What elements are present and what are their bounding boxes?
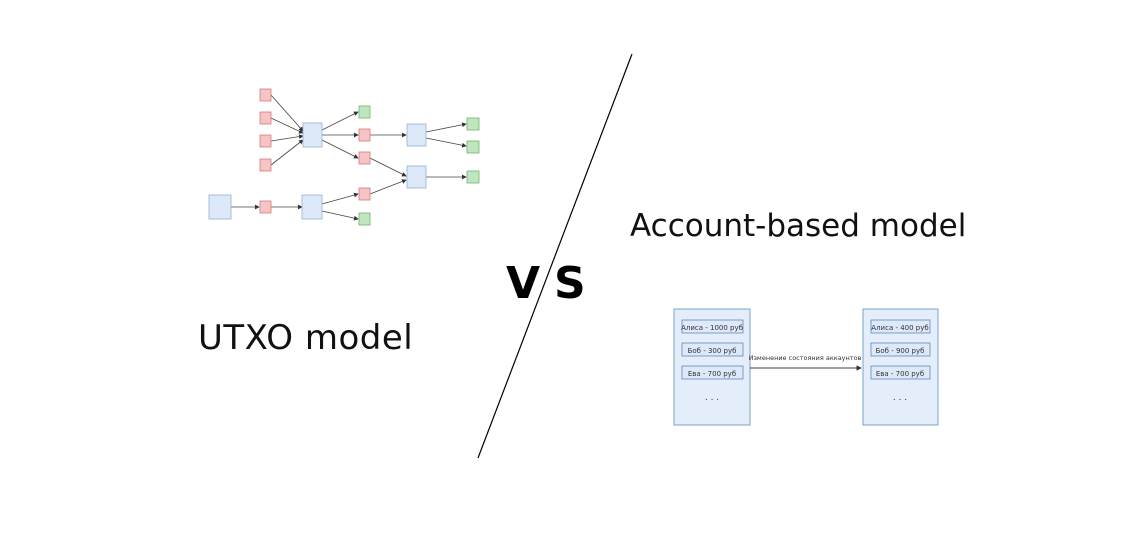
spent-output: [259, 200, 272, 214]
unspent-output: [466, 170, 480, 184]
utxo-spent-outputs: [259, 88, 371, 214]
spent-output: [358, 128, 371, 142]
vs-label: VS: [506, 258, 600, 309]
diagonal-divider: [477, 53, 633, 459]
account-row-box: [870, 365, 931, 380]
spent-output: [259, 158, 272, 172]
account-row-box: [681, 342, 744, 357]
transaction-node: [301, 194, 323, 220]
transaction-node: [406, 123, 427, 147]
unspent-output: [466, 117, 480, 131]
utxo-edges: [231, 94, 467, 221]
transaction-node: [302, 122, 323, 148]
account-model-title: Account-based model: [630, 208, 967, 244]
account-row: Боб - 300 руб: [688, 347, 737, 355]
spent-output: [259, 88, 272, 102]
utxo-transactions: [208, 122, 427, 220]
account-row: Ева - 700 руб: [876, 370, 924, 378]
account-diagram: Алиса - 1000 руб Боб - 300 руб Ева - 700…: [673, 308, 939, 426]
transition-label: Изменение состояния аккаунтов: [749, 354, 862, 362]
account-ellipsis: . . .: [705, 393, 719, 403]
account-ellipsis: . . .: [893, 393, 907, 403]
unspent-output: [358, 212, 371, 226]
unspent-output: [358, 105, 371, 119]
utxo-unspent-outputs: [358, 105, 480, 226]
spent-output: [358, 151, 371, 165]
spent-output: [259, 134, 272, 148]
account-row-box: [681, 365, 744, 380]
spent-output: [358, 187, 371, 201]
transaction-node: [406, 165, 427, 189]
utxo-graph: [208, 88, 480, 226]
unspent-output: [466, 140, 480, 154]
account-row: Ева - 700 руб: [688, 370, 736, 378]
coinbase-node: [208, 194, 232, 220]
account-row: Алиса - 1000 руб: [681, 324, 743, 332]
utxo-model-title: UTXO model: [198, 318, 414, 358]
account-row-box: [681, 319, 744, 334]
spent-output: [259, 111, 272, 125]
account-row-box: [870, 319, 931, 334]
account-row: Боб - 900 руб: [876, 347, 925, 355]
account-row: Алиса - 400 руб: [871, 324, 928, 332]
account-row-box: [870, 342, 931, 357]
